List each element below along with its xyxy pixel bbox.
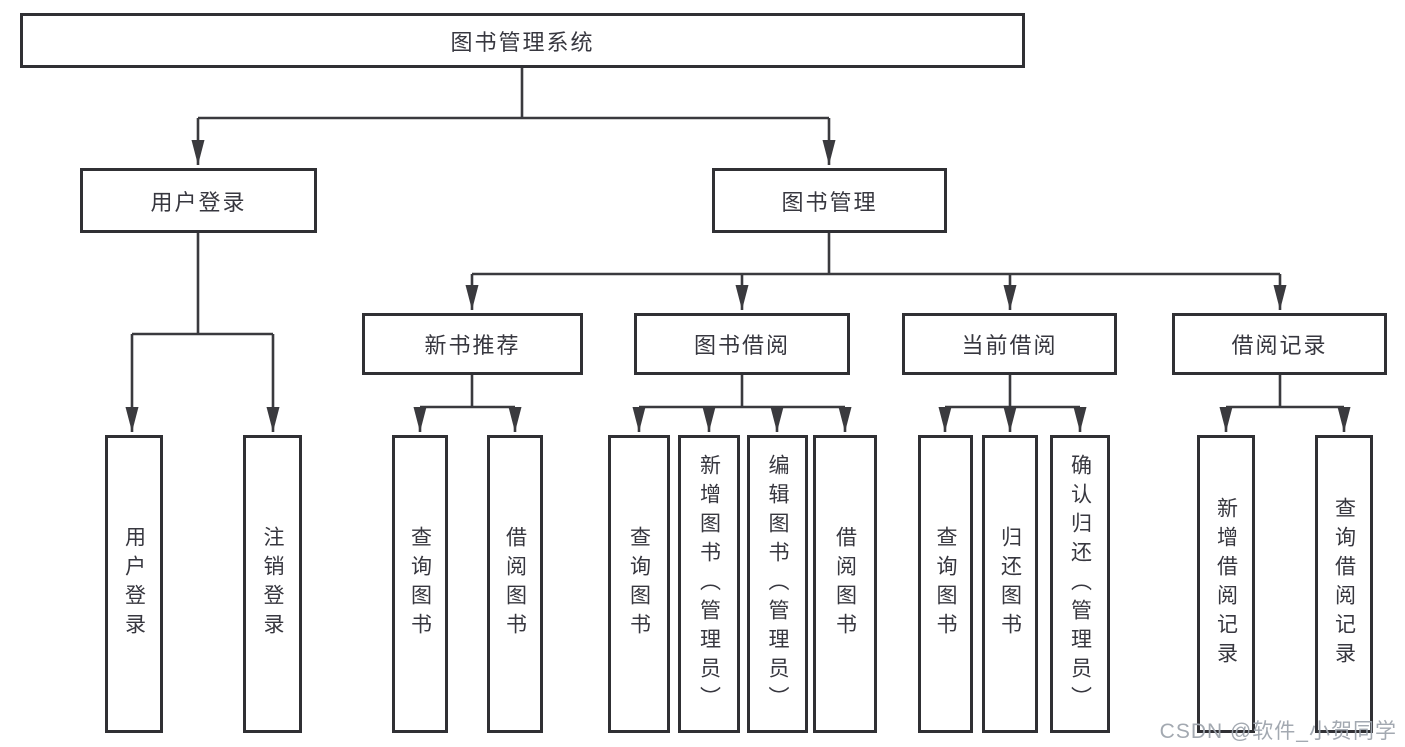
leaf-bb-add-book-admin: 新增图书（管理员）: [678, 435, 740, 733]
leaf-logout: 注销登录: [243, 435, 302, 733]
node-book-borrow-label: 图书借阅: [693, 333, 790, 358]
node-book-borrow: 图书借阅: [634, 313, 850, 375]
node-new-book-recommend-label: 新书推荐: [424, 333, 521, 358]
node-current-borrow-label: 当前借阅: [961, 333, 1058, 358]
node-current-borrow: 当前借阅: [902, 313, 1117, 375]
node-new-book-recommend: 新书推荐: [362, 313, 583, 375]
leaf-bb-borrow-book-label: 借阅图书: [833, 526, 857, 642]
node-user-login-label: 用户登录: [150, 189, 247, 215]
node-book-management-label: 图书管理: [781, 189, 878, 215]
node-root-system: 图书管理系统: [20, 13, 1025, 68]
leaf-bb-add-book-admin-label: 新增图书（管理员）: [697, 453, 721, 715]
node-book-management: 图书管理: [712, 168, 947, 233]
leaf-bb-borrow-book: 借阅图书: [813, 435, 877, 733]
leaf-bb-edit-book-admin: 编辑图书（管理员）: [747, 435, 808, 733]
leaf-logout-label: 注销登录: [261, 526, 285, 642]
leaf-br-query-record-label: 查询借阅记录: [1332, 497, 1356, 671]
leaf-cb-query-book-label: 查询图书: [934, 526, 958, 642]
leaf-nb-borrow-book: 借阅图书: [487, 435, 543, 733]
node-user-login: 用户登录: [80, 168, 317, 233]
leaf-bb-query-book: 查询图书: [608, 435, 670, 733]
leaf-cb-confirm-return-admin-label: 确认归还（管理员）: [1068, 453, 1092, 715]
leaf-nb-query-book: 查询图书: [392, 435, 448, 733]
leaf-bb-query-book-label: 查询图书: [627, 526, 651, 642]
node-borrow-record: 借阅记录: [1172, 313, 1387, 375]
leaf-user-login-label: 用户登录: [122, 526, 146, 642]
leaf-cb-query-book: 查询图书: [918, 435, 973, 733]
leaf-bb-edit-book-admin-label: 编辑图书（管理员）: [766, 453, 790, 715]
leaf-br-add-record: 新增借阅记录: [1197, 435, 1255, 733]
leaf-br-query-record: 查询借阅记录: [1315, 435, 1373, 733]
node-root-label: 图书管理系统: [450, 29, 595, 55]
csdn-watermark: CSDN @软件_小贺同学: [1159, 720, 1397, 743]
leaf-cb-return-book-label: 归还图书: [998, 526, 1022, 642]
node-borrow-record-label: 借阅记录: [1231, 333, 1328, 358]
leaf-user-login: 用户登录: [105, 435, 163, 733]
leaf-nb-borrow-book-label: 借阅图书: [503, 526, 527, 642]
leaf-cb-return-book: 归还图书: [982, 435, 1038, 733]
leaf-nb-query-book-label: 查询图书: [408, 526, 432, 642]
leaf-cb-confirm-return-admin: 确认归还（管理员）: [1050, 435, 1110, 733]
leaf-br-add-record-label: 新增借阅记录: [1214, 497, 1238, 671]
